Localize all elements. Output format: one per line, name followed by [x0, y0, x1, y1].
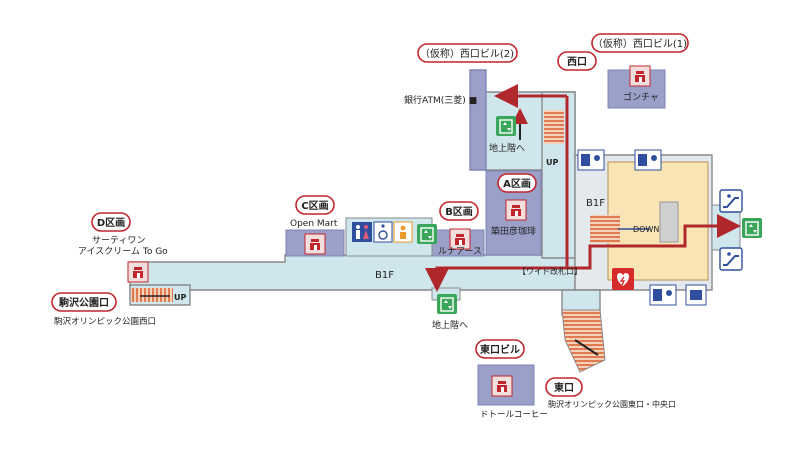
- label-zone-c: C区画: [301, 200, 328, 212]
- label-up-left: UP: [174, 293, 186, 302]
- label-open-mart: Open Mart: [290, 219, 338, 229]
- pill-west-exit: [557, 51, 597, 71]
- label-thirty-one-2: アイスクリーム To Go: [78, 246, 168, 257]
- pill-west-bldg1: [591, 33, 689, 53]
- stairs-west: [544, 110, 564, 144]
- label-thirty-one-1: サーティワン: [92, 235, 145, 246]
- label-doutor: ドトールコーヒー: [480, 410, 548, 420]
- label-b1f-right: B1F: [586, 198, 605, 209]
- label-zone-b: B区画: [445, 206, 473, 218]
- aed-icon: [612, 268, 634, 290]
- pill-zone-d: [91, 212, 131, 232]
- label-wide-gate: 【ワイド改札口】: [518, 266, 582, 276]
- pill-zone-c: [295, 195, 335, 215]
- label-b1f-main: B1F: [375, 270, 394, 281]
- label-east-exit: 東口: [554, 381, 574, 394]
- shop-icon: [491, 375, 513, 397]
- shop-icon: [505, 199, 527, 221]
- label-to-ground-top: 地上階へ: [489, 142, 525, 154]
- label-lunar: ルナアース: [438, 246, 482, 257]
- ticket-machine-icon: [685, 284, 707, 306]
- pill-komazawa: [51, 292, 117, 312]
- label-west-bldg1: （仮称）西口ビル(1): [593, 37, 687, 50]
- label-zone-d: D区画: [97, 217, 125, 229]
- elevator-icon: [495, 115, 517, 137]
- label-atm: 銀行ATM(三菱) ■: [404, 94, 477, 106]
- pill-zone-b: [439, 201, 479, 221]
- platform-area: [607, 161, 709, 281]
- label-down: DOWN: [633, 225, 659, 234]
- wheelchair-icon: [373, 221, 393, 243]
- label-zone-a: A区画: [503, 178, 531, 190]
- pill-east-exit: [545, 377, 583, 397]
- label-west-bldg2: （仮称）西口ビル(2): [420, 47, 514, 60]
- pill-west-bldg2: [417, 43, 518, 63]
- escalator-icon: [719, 189, 743, 213]
- label-komazawa-exit: 駒沢公園口: [58, 296, 109, 309]
- arrow-east-stairs: [574, 339, 599, 356]
- shop-icon: [629, 65, 651, 87]
- elevator-icon: [741, 217, 763, 239]
- label-east-sub: 駒沢オリンピック公園東口・中央口: [548, 399, 676, 409]
- label-east-bldg: 東口ビル: [480, 343, 520, 356]
- ticket-machine-icon: [634, 149, 662, 171]
- ticket-machine-icon: [649, 284, 677, 306]
- stairs-down: [590, 215, 620, 243]
- pill-zone-a: [497, 173, 537, 193]
- restroom-icon: [352, 222, 372, 242]
- stairs-east: [561, 309, 606, 373]
- escalator-icon: [719, 247, 743, 271]
- route-line: [425, 84, 741, 292]
- baby-room-icon: [393, 221, 413, 243]
- shop-icon: [449, 228, 471, 250]
- shop-icon: [127, 261, 149, 283]
- label-up-top: UP: [546, 158, 558, 167]
- platform-pillar: [659, 201, 679, 243]
- label-west-exit: 西口: [567, 56, 587, 68]
- stairs-komazawa: [131, 288, 173, 302]
- elevator-icon: [436, 293, 458, 315]
- ticket-machine-icon: [577, 149, 605, 171]
- pill-east-bldg: [475, 339, 525, 359]
- label-yanagita: 築田彦珈琲: [491, 225, 536, 237]
- label-to-ground-bottom: 地上階へ: [432, 319, 468, 331]
- label-gongcha: ゴンチャ: [623, 91, 659, 103]
- shop-icon: [304, 233, 326, 255]
- elevator-icon: [416, 223, 438, 245]
- label-komazawa-sub: 駒沢オリンピック公園西口: [54, 316, 156, 327]
